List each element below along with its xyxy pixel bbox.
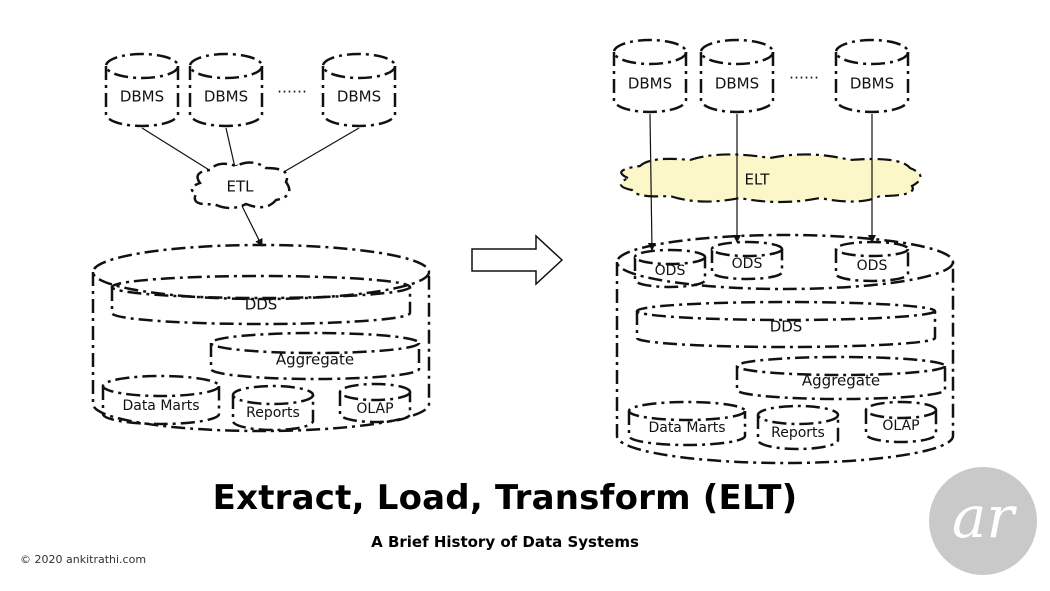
elt-ods-label: ODS: [732, 256, 763, 272]
etl-source-ellipsis: ……: [277, 79, 307, 97]
etl-source-label: DBMS: [337, 88, 381, 106]
etl-olap-cylinder: OLAP: [338, 382, 412, 424]
etl-dds-cylinder: DDS: [110, 274, 412, 326]
elt-reports-label: Reports: [771, 425, 825, 441]
etl-aggregate-cylinder: Aggregate: [209, 331, 421, 381]
etl-aggregate-label: Aggregate: [276, 351, 354, 369]
elt-process-cloud: ELT: [619, 153, 922, 204]
elt-source-ellipsis: ……: [789, 65, 819, 83]
etl-source-label: DBMS: [120, 88, 164, 106]
elt-source-label: DBMS: [850, 75, 894, 93]
elt-olap-cylinder: OLAP: [864, 400, 938, 444]
elt-ods-cylinder-3: ODS: [834, 240, 910, 283]
logo-text: ar: [951, 483, 1015, 551]
elt-reports-cylinder: Reports: [756, 404, 840, 451]
elt-source-dbms-2: DBMS: [699, 38, 775, 114]
etl-warehouse-cylinder: [91, 243, 431, 433]
etl-dds-label: DDS: [245, 296, 278, 314]
etl-source-dbms-1: DBMS: [104, 52, 180, 128]
copyright-notice: © 2020 ankitrathi.com: [20, 553, 147, 566]
elt-source-label: DBMS: [715, 75, 759, 93]
elt-olap-label: OLAP: [882, 418, 919, 434]
elt-ods-label: ODS: [655, 263, 686, 279]
etl-process-cloud: ETL: [190, 161, 291, 210]
transition-arrow: [471, 234, 564, 286]
elt-data-marts-label: Data Marts: [648, 420, 725, 436]
etl-reports-cylinder: Reports: [231, 384, 315, 432]
etl-data-marts-label: Data Marts: [122, 398, 199, 414]
elt-source-label: DBMS: [628, 75, 672, 93]
elt-data-marts-cylinder: Data Marts: [627, 400, 747, 447]
etl-source-dbms-3: DBMS: [321, 52, 397, 128]
etl-olap-label: OLAP: [356, 401, 393, 417]
elt-source-dbms-3: DBMS: [834, 38, 910, 114]
ar-logo: ar: [929, 467, 1037, 575]
etl-arrow-to-warehouse: [241, 205, 263, 247]
elt-arrow: [647, 113, 656, 251]
elt-ods-cylinder-1: ODS: [633, 248, 707, 289]
page-subtitle: A Brief History of Data Systems: [371, 533, 639, 551]
elt-dds-label: DDS: [770, 318, 803, 336]
elt-process-label: ELT: [745, 171, 771, 189]
elt-ods-label: ODS: [857, 258, 888, 274]
etl-process-label: ETL: [227, 178, 255, 196]
elt-aggregate-cylinder: Aggregate: [735, 355, 947, 401]
etl-data-marts-cylinder: Data Marts: [101, 374, 221, 426]
elt-warehouse-cylinder: [615, 233, 955, 465]
elt-source-dbms-1: DBMS: [612, 38, 688, 114]
etl-source-dbms-2: DBMS: [188, 52, 264, 128]
etl-diagram: DBMS DBMS …… DBMS ETL: [91, 52, 431, 433]
etl-reports-label: Reports: [246, 405, 300, 421]
elt-ods-cylinder-2: ODS: [710, 240, 784, 281]
elt-diagram: DBMS DBMS …… DBMS ELT: [612, 38, 955, 465]
etl-source-label: DBMS: [204, 88, 248, 106]
elt-aggregate-label: Aggregate: [802, 372, 880, 390]
page-title: Extract, Load, Transform (ELT): [212, 478, 798, 518]
elt-dds-cylinder: DDS: [635, 300, 937, 349]
